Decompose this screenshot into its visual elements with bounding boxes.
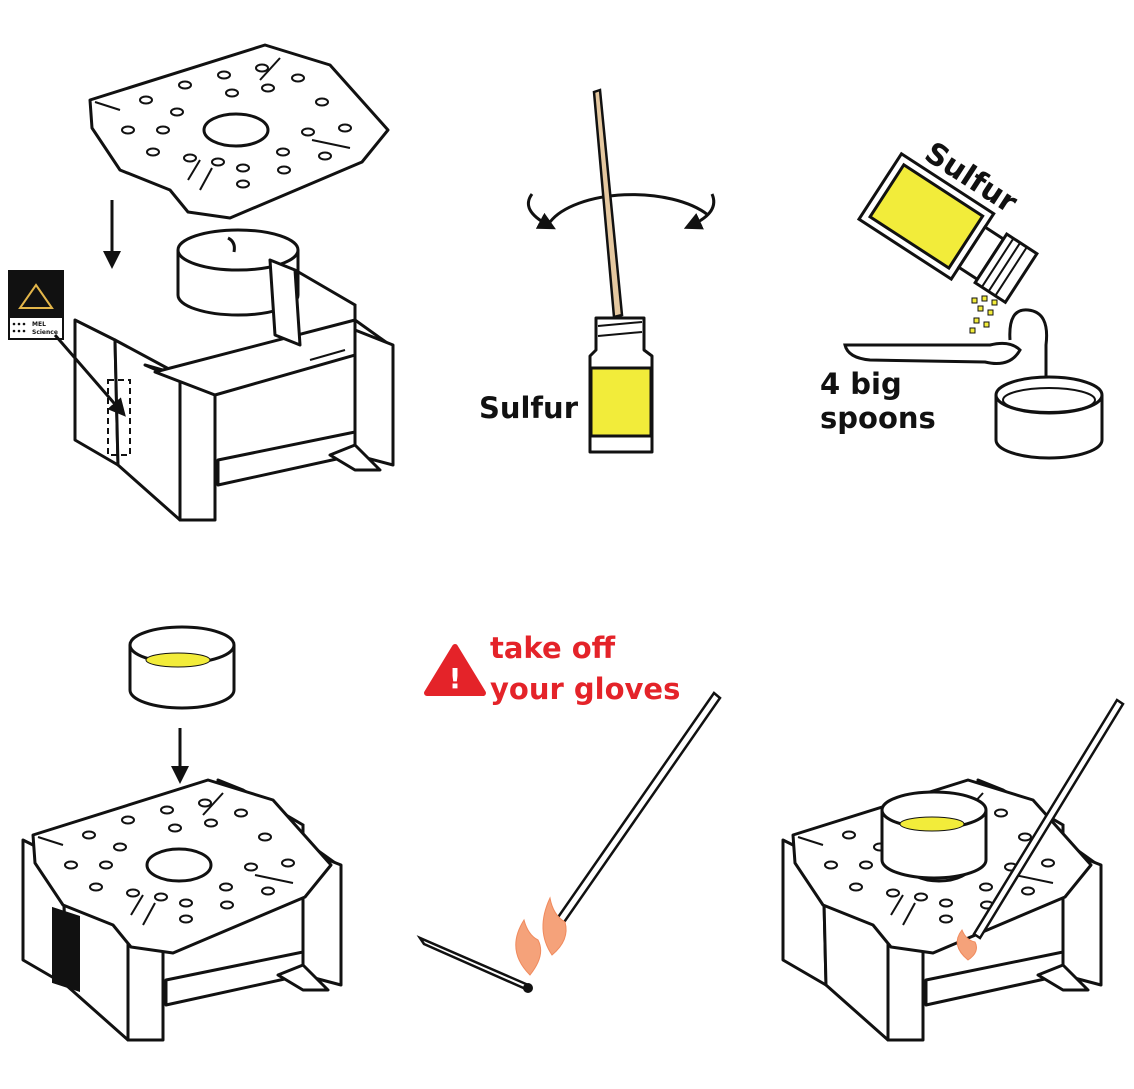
panel-light-match: ! take off your gloves [416,631,722,993]
logo-placement-arrow [53,334,126,417]
spoons-label-line2: spoons [820,401,936,435]
warning-symbol: ! [449,662,462,695]
flame-icon [956,929,977,961]
pour-arrow-icon [1008,308,1055,394]
rotate-arrows-icon [527,193,716,230]
logo-triangle-icon [18,283,54,309]
sulfur-particles [969,295,998,334]
brand-logo-card: MEL Science [8,270,64,340]
unlit-match [416,935,531,993]
flame-icon [515,896,567,976]
sulfur-bottle-label: Sulfur [479,391,579,425]
warning-text-line1: take off [490,631,616,665]
sulfur-cup-on-stove [880,790,988,880]
stove-plate-top [88,43,390,220]
empty-cup [994,375,1104,460]
brand-name-line1: MEL [32,321,46,328]
brand-logo-on-stove [52,906,80,992]
lit-match [552,691,722,930]
panel-place-cup [21,625,343,1042]
panel-stir-sulfur: Sulfur [479,88,716,454]
tealight-candle [176,228,300,317]
match-head [523,983,533,993]
sulfur-bottle [588,316,654,454]
panel-assemble-stove: MEL Science [8,43,395,522]
measuring-spoon [843,341,1022,365]
heating-match [972,698,1125,940]
logo-placement-outline [107,379,131,456]
panel-heat-sulfur [781,698,1125,1042]
brand-name-line2: Science [32,329,58,336]
spoons-label-line1: 4 big [820,367,902,401]
panel-measure-sulfur: Sulfur 4 big spoons [820,135,1104,460]
assembled-stove [21,778,343,1042]
warning-triangle-icon: ! [424,644,486,696]
warning-text-line2: your gloves [490,672,680,706]
wooden-stick [592,88,624,319]
sulfur-cup [128,625,236,710]
sulfur-jar: Sulfur [856,135,1039,305]
